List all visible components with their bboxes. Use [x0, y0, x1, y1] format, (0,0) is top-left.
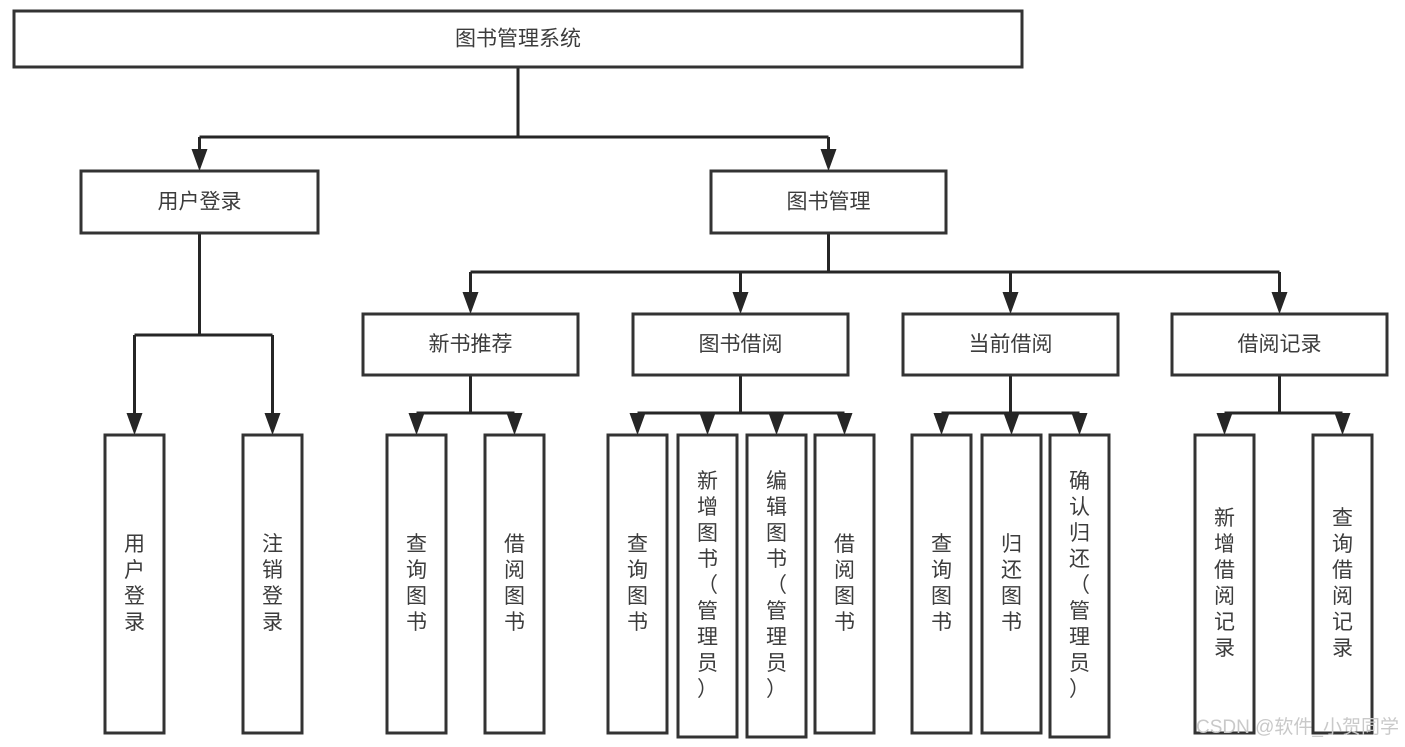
arrow-head — [699, 413, 716, 435]
arrow-head — [506, 413, 523, 435]
node-layer: 图书管理系统用户登录图书管理新书推荐图书借阅当前借阅借阅记录用户登录注销登录查询… — [12, 9, 1389, 739]
node-user-login[interactable]: 用户登录 — [79, 169, 320, 235]
arrow-head — [1216, 413, 1233, 435]
node-leaf-query-book-3[interactable]: 查询图书 — [910, 433, 973, 735]
node-box-user-login — [79, 169, 320, 235]
node-leaf-user-logout[interactable]: 注销登录 — [241, 433, 304, 735]
node-leaf-query-book-1[interactable]: 查询图书 — [385, 433, 448, 735]
node-label-leaf-add-book: 新增图书（管理员） — [697, 470, 718, 701]
node-label-leaf-borrow-book-1: 借阅图书 — [504, 533, 525, 634]
node-label-leaf-user-login: 用户登录 — [124, 533, 145, 634]
node-label-leaf-query-book-1: 查询图书 — [406, 533, 427, 634]
node-box-leaf-borrow-book-1 — [483, 433, 546, 735]
node-leaf-confirm-return[interactable]: 确认归还（管理员） — [1048, 433, 1111, 739]
arrow-head — [1002, 292, 1019, 314]
node-label-new-book-recommend: 新书推荐 — [429, 333, 513, 356]
node-label-undefined: 图书管理系统 — [455, 28, 581, 51]
node-label-leaf-borrow-book-2: 借阅图书 — [834, 533, 855, 634]
node-label-leaf-confirm-return: 确认归还（管理员） — [1069, 470, 1090, 701]
node-label-leaf-user-logout: 注销登录 — [262, 533, 283, 634]
node-box-leaf-query-book-1 — [385, 433, 448, 735]
node-box-leaf-add-record — [1193, 433, 1256, 735]
arrow-head — [836, 413, 853, 435]
node-leaf-add-record[interactable]: 新增借阅记录 — [1193, 433, 1256, 735]
arrow-head — [933, 413, 950, 435]
node-label-book-manage: 图书管理 — [787, 191, 871, 214]
node-leaf-borrow-book-2[interactable]: 借阅图书 — [813, 433, 876, 735]
node-box-leaf-confirm-return — [1048, 433, 1111, 739]
node-leaf-query-record[interactable]: 查询借阅记录 — [1311, 433, 1374, 735]
node-box-leaf-query-book-3 — [910, 433, 973, 735]
node-box-leaf-return-book — [980, 433, 1043, 735]
arrow-head — [408, 413, 425, 435]
node-label-leaf-add-record: 新增借阅记录 — [1214, 507, 1235, 660]
node-label-borrow-record: 借阅记录 — [1238, 333, 1322, 356]
watermark-label: CSDN @软件_小贺同学 — [1196, 716, 1399, 738]
node-box-leaf-user-logout — [241, 433, 304, 735]
node-label-current-borrow: 当前借阅 — [969, 333, 1053, 356]
node-box-borrow-record — [1170, 312, 1389, 377]
node-box-book-borrow — [631, 312, 850, 377]
node-leaf-user-login[interactable]: 用户登录 — [103, 433, 166, 735]
node-leaf-edit-book[interactable]: 编辑图书（管理员） — [745, 433, 808, 739]
node-label-leaf-return-book: 归还图书 — [1001, 533, 1022, 634]
node-label-book-borrow: 图书借阅 — [699, 333, 783, 356]
node-leaf-query-book-2[interactable]: 查询图书 — [606, 433, 669, 735]
arrow-head — [629, 413, 646, 435]
arrow-head — [126, 413, 143, 435]
node-box-leaf-query-record — [1311, 433, 1374, 735]
arrow-head — [732, 292, 749, 314]
node-label-user-login: 用户登录 — [158, 191, 242, 214]
node-box-current-borrow — [901, 312, 1120, 377]
arrow-head — [191, 149, 208, 171]
node-label-leaf-query-book-2: 查询图书 — [627, 533, 648, 634]
node-box-leaf-add-book — [676, 433, 739, 739]
node-leaf-borrow-book-1[interactable]: 借阅图书 — [483, 433, 546, 735]
arrow-head — [1003, 413, 1020, 435]
arrow-head — [1334, 413, 1351, 435]
node-box-leaf-edit-book — [745, 433, 808, 739]
arrow-head — [768, 413, 785, 435]
node-leaf-add-book[interactable]: 新增图书（管理员） — [676, 433, 739, 739]
node-new-book-recommend[interactable]: 新书推荐 — [361, 312, 580, 377]
node-box-leaf-borrow-book-2 — [813, 433, 876, 735]
node-book-manage[interactable]: 图书管理 — [709, 169, 948, 235]
node-box-book-manage — [709, 169, 948, 235]
node-label-leaf-edit-book: 编辑图书（管理员） — [766, 470, 787, 701]
node-book-borrow[interactable]: 图书借阅 — [631, 312, 850, 377]
arrow-head — [1071, 413, 1088, 435]
arrow-head — [820, 149, 837, 171]
node-label-leaf-query-book-3: 查询图书 — [931, 533, 952, 634]
node-current-borrow[interactable]: 当前借阅 — [901, 312, 1120, 377]
node-box-leaf-query-book-2 — [606, 433, 669, 735]
node-label-leaf-query-record: 查询借阅记录 — [1332, 507, 1353, 660]
arrow-head — [264, 413, 281, 435]
arrow-head — [462, 292, 479, 314]
node-undefined[interactable]: 图书管理系统 — [12, 9, 1024, 69]
node-leaf-return-book[interactable]: 归还图书 — [980, 433, 1043, 735]
node-box-undefined — [12, 9, 1024, 69]
node-box-new-book-recommend — [361, 312, 580, 377]
connector-layer — [126, 67, 1351, 435]
arrow-head — [1271, 292, 1288, 314]
node-box-leaf-user-login — [103, 433, 166, 735]
node-borrow-record[interactable]: 借阅记录 — [1170, 312, 1389, 377]
